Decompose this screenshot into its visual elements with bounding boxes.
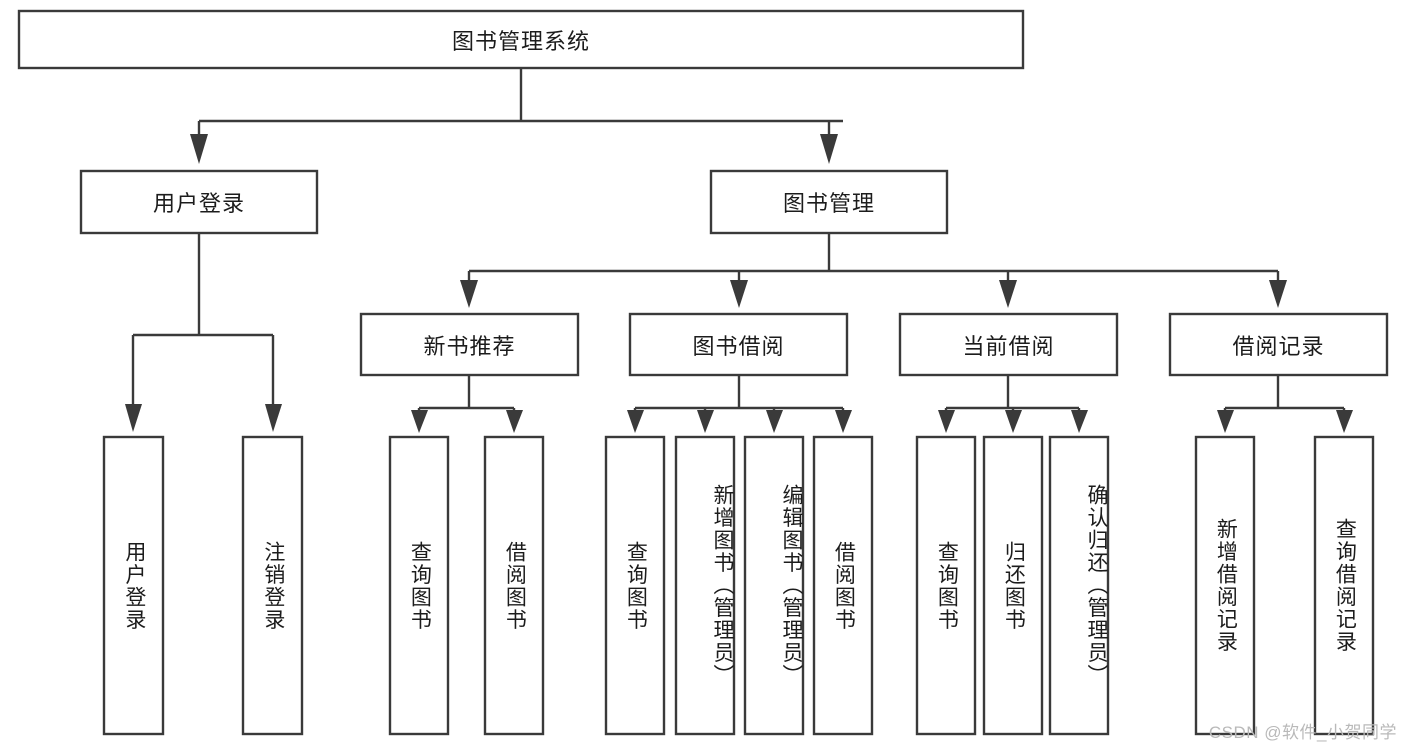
node-box-leaf-add-book[interactable] xyxy=(674,435,736,736)
arrow-head-user-login xyxy=(190,134,208,164)
connector-group-root xyxy=(190,68,843,164)
node-box-book-borrow[interactable] xyxy=(628,312,849,377)
arrow-head-new-book-recommend xyxy=(460,280,478,308)
node-box-leaf-query-book-2[interactable] xyxy=(604,435,666,736)
connector-group-borrow-record xyxy=(1217,375,1353,433)
connector-group-book-borrow xyxy=(627,375,852,433)
arrow-head-leaf-borrow-book-2 xyxy=(835,410,852,433)
node-box-leaf-query-book-3[interactable] xyxy=(915,435,977,736)
arrow-head-leaf-query-book-2 xyxy=(627,410,644,433)
arrow-head-book-borrow xyxy=(730,280,748,308)
connector-group-new-book-recommend xyxy=(411,375,523,433)
node-box-borrow-record[interactable] xyxy=(1168,312,1389,377)
arrow-head-leaf-query-book-3 xyxy=(938,410,955,433)
arrow-head-leaf-query-book-1 xyxy=(411,410,428,433)
arrow-head-leaf-add-record xyxy=(1217,410,1234,433)
arrow-head-leaf-borrow-book-1 xyxy=(506,410,523,433)
connector-group-user-login xyxy=(125,233,282,432)
arrow-head-borrow-record xyxy=(1269,280,1287,308)
connector-group-current-borrow xyxy=(938,375,1088,433)
arrow-head-leaf-confirm-return xyxy=(1071,410,1088,433)
arrow-head-leaf-query-record xyxy=(1336,410,1353,433)
node-box-leaf-edit-book[interactable] xyxy=(743,435,805,736)
arrow-head-leaf-user-logout xyxy=(265,404,282,432)
node-box-leaf-confirm-return[interactable] xyxy=(1048,435,1110,736)
node-box-leaf-borrow-book-1[interactable] xyxy=(483,435,545,736)
arrow-head-leaf-user-login xyxy=(125,404,142,432)
node-box-leaf-add-record[interactable] xyxy=(1194,435,1256,736)
connector-group-book-manage xyxy=(460,233,1287,308)
node-box-leaf-return-book[interactable] xyxy=(982,435,1044,736)
arrow-head-leaf-add-book xyxy=(697,410,714,433)
node-box-user-login[interactable] xyxy=(79,169,319,235)
arrow-head-book-manage xyxy=(820,134,838,164)
node-box-leaf-query-book-1[interactable] xyxy=(388,435,450,736)
node-box-current-borrow[interactable] xyxy=(898,312,1119,377)
node-box-leaf-user-logout[interactable] xyxy=(241,435,304,736)
arrow-head-leaf-edit-book xyxy=(766,410,783,433)
node-box-new-book-recommend[interactable] xyxy=(359,312,580,377)
node-box-root[interactable] xyxy=(17,9,1025,70)
arrow-head-current-borrow xyxy=(999,280,1017,308)
node-box-leaf-query-record[interactable] xyxy=(1313,435,1375,736)
node-box-book-manage[interactable] xyxy=(709,169,949,235)
node-box-leaf-borrow-book-2[interactable] xyxy=(812,435,874,736)
arrow-head-leaf-return-book xyxy=(1005,410,1022,433)
node-box-leaf-user-login[interactable] xyxy=(102,435,165,736)
